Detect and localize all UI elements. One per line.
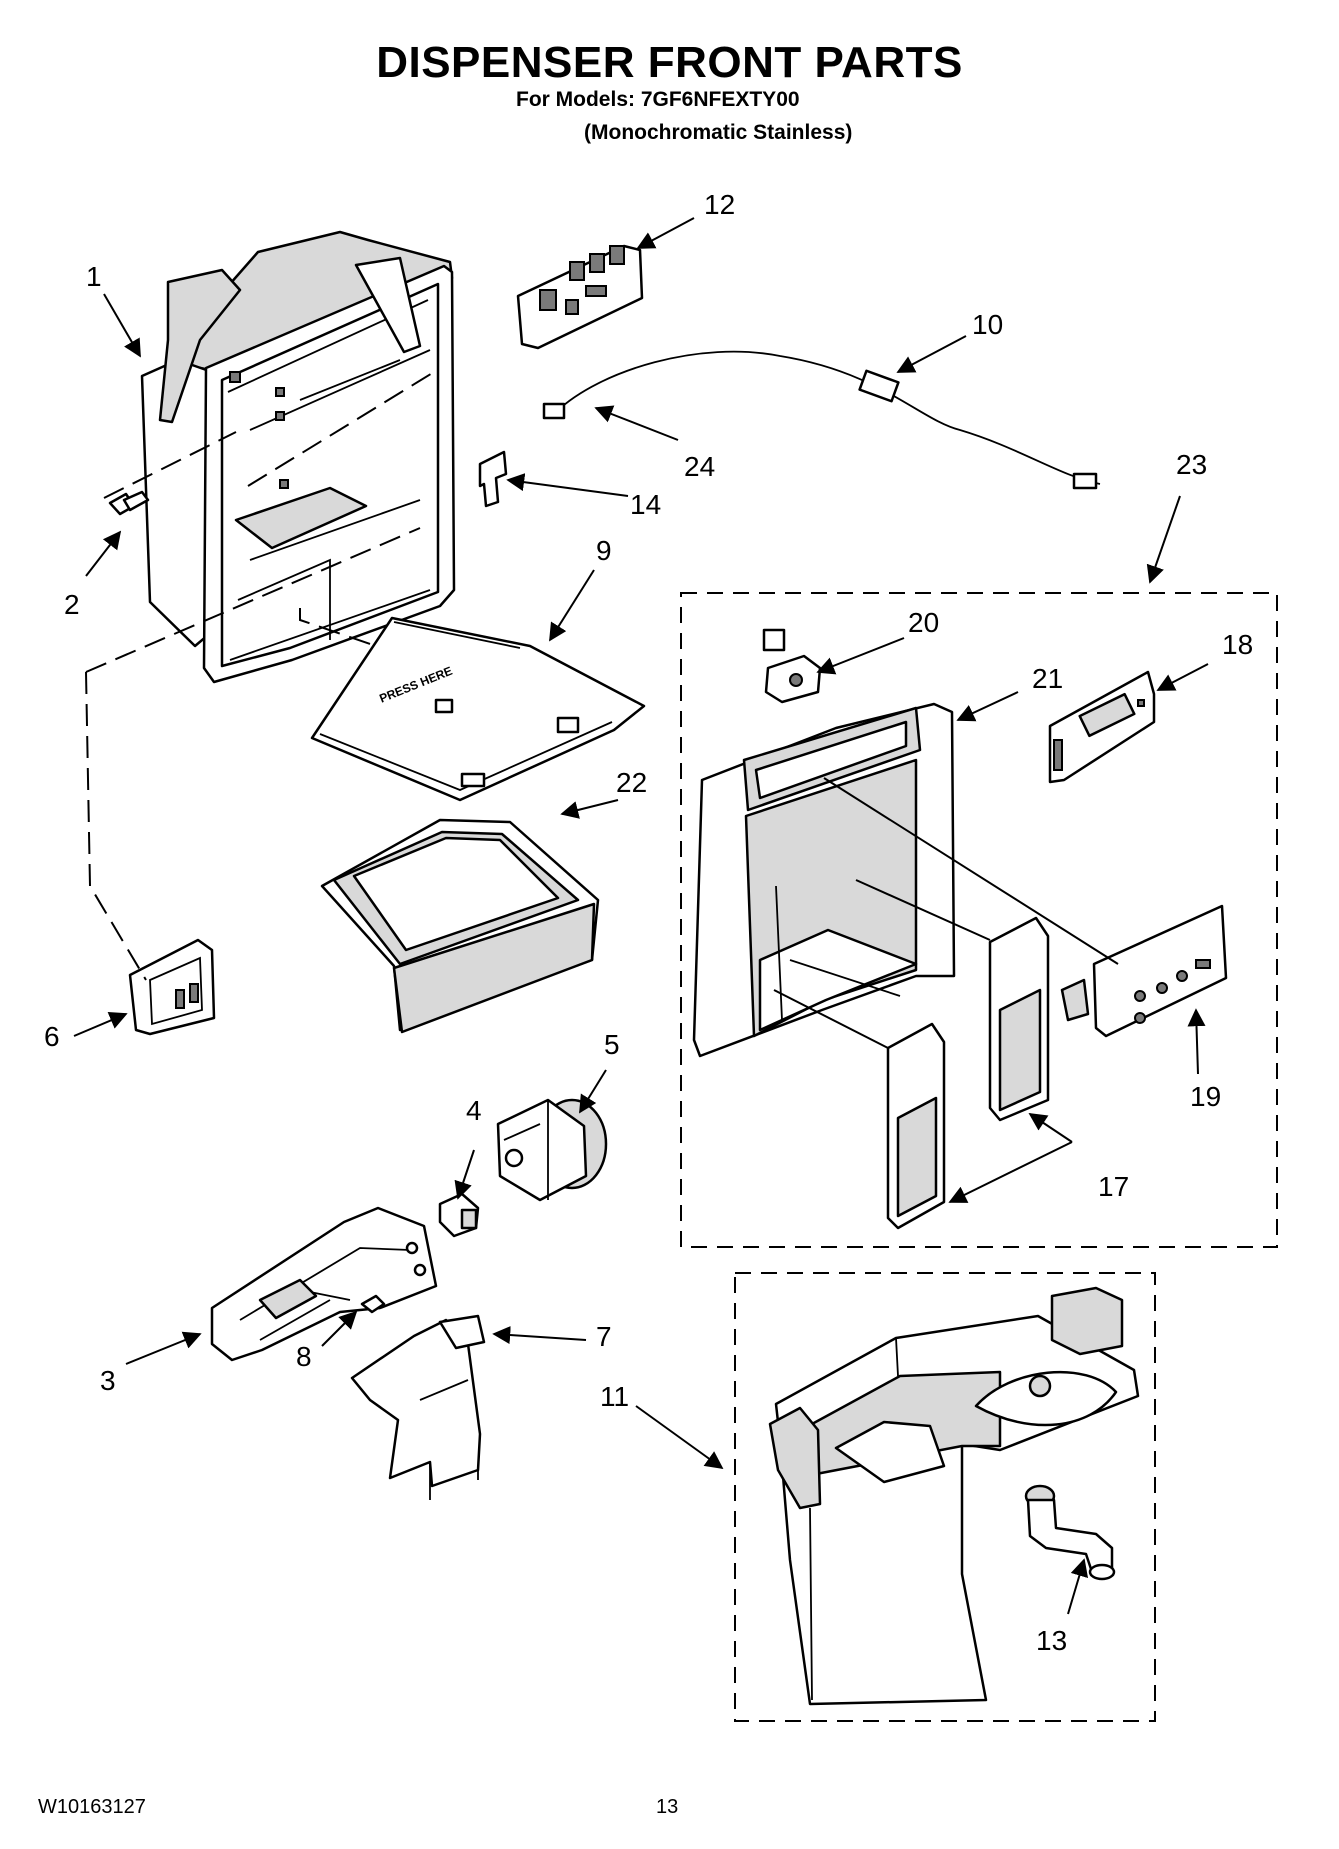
guide-line-paddle-right bbox=[855, 879, 991, 941]
page-title: DISPENSER FRONT PARTS bbox=[376, 38, 963, 87]
part-2-screw bbox=[108, 490, 150, 516]
part-17-paddle-left bbox=[886, 1022, 946, 1230]
leader-13 bbox=[1067, 1558, 1089, 1615]
callout-2: 2 bbox=[64, 589, 80, 620]
callout-9: 9 bbox=[596, 535, 612, 566]
callout-24: 24 bbox=[684, 451, 715, 482]
callout-20: 20 bbox=[908, 607, 939, 638]
leader-23 bbox=[1146, 495, 1181, 584]
document-number: W10163127 bbox=[38, 1796, 146, 1818]
leader-19 bbox=[1187, 1008, 1206, 1075]
part-10-wire-harness bbox=[542, 350, 1101, 490]
part-14-bracket bbox=[478, 450, 508, 508]
part-22-drip-tray bbox=[320, 818, 600, 1034]
part-1-dispenser-housing bbox=[140, 230, 456, 684]
leader-1 bbox=[103, 293, 141, 358]
callout-7: 7 bbox=[596, 1321, 612, 1352]
guide-line-panel bbox=[823, 777, 1119, 965]
part-18-circuit-board bbox=[1048, 670, 1156, 784]
callout-11: 11 bbox=[600, 1381, 629, 1412]
leader-17a bbox=[1028, 1113, 1073, 1143]
part-3-mount-bracket bbox=[210, 1206, 438, 1362]
variant-line: (Monochromatic Stainless) bbox=[584, 121, 853, 144]
part-5-motor bbox=[496, 1098, 608, 1202]
part-4-actuator bbox=[438, 1192, 480, 1238]
part-9-tray: PRESS HERE bbox=[310, 616, 646, 802]
callout-23: 23 bbox=[1176, 449, 1207, 480]
part-19-control-panel bbox=[1060, 904, 1228, 1038]
hidden-line-bracket bbox=[85, 671, 147, 981]
leader-10 bbox=[896, 335, 967, 373]
models-line: For Models: 7GF6NFEXTY00 bbox=[516, 88, 800, 111]
callout-5: 5 bbox=[604, 1029, 620, 1060]
callout-22: 22 bbox=[616, 767, 647, 798]
callout-12: 12 bbox=[704, 189, 735, 220]
callout-14: 14 bbox=[630, 489, 661, 520]
callout-3: 3 bbox=[100, 1365, 116, 1396]
leader-20 bbox=[816, 637, 905, 675]
guide-line-paddle-left bbox=[773, 989, 889, 1049]
leader-18 bbox=[1156, 663, 1209, 691]
part-17-paddle-right bbox=[988, 916, 1050, 1122]
part-6-bracket bbox=[128, 938, 216, 1036]
part-11-ice-chute bbox=[768, 1286, 1140, 1706]
callout-21: 21 bbox=[1032, 663, 1063, 694]
callout-10: 10 bbox=[972, 309, 1003, 340]
hidden-line-housing-1 bbox=[247, 371, 435, 487]
hidden-line-housing-2 bbox=[85, 527, 421, 673]
leader-11 bbox=[635, 1405, 724, 1470]
callout-18: 18 bbox=[1222, 629, 1253, 660]
assembly-23-boundary bbox=[680, 592, 1278, 1248]
part-20-switch bbox=[762, 628, 822, 704]
page-number: 13 bbox=[656, 1796, 679, 1818]
part-21-front-cover bbox=[692, 702, 956, 1058]
part-12-control-board bbox=[516, 244, 644, 350]
hidden-line-screw bbox=[103, 431, 237, 499]
leader-22 bbox=[560, 799, 619, 819]
leader-3 bbox=[125, 1331, 202, 1365]
leader-8 bbox=[321, 1310, 358, 1347]
leader-14 bbox=[506, 473, 629, 497]
part-13-elbow-fitting bbox=[1024, 1484, 1116, 1581]
part-8-screw bbox=[360, 1294, 386, 1314]
part-7-lever bbox=[350, 1314, 486, 1500]
leader-12 bbox=[636, 217, 695, 249]
callout-6: 6 bbox=[44, 1021, 60, 1052]
callout-4: 4 bbox=[466, 1095, 482, 1126]
leader-5 bbox=[579, 1069, 607, 1114]
leader-2 bbox=[85, 530, 122, 577]
leader-7 bbox=[492, 1326, 587, 1345]
leader-4 bbox=[454, 1149, 475, 1200]
leader-17b bbox=[948, 1141, 1073, 1203]
hidden-line-tray bbox=[299, 608, 377, 647]
callout-1: 1 bbox=[86, 261, 102, 292]
part-11-region-boundary bbox=[734, 1272, 1156, 1722]
callout-17: 17 bbox=[1098, 1171, 1129, 1202]
callout-8: 8 bbox=[296, 1341, 312, 1372]
callout-19: 19 bbox=[1190, 1081, 1221, 1112]
leader-21 bbox=[956, 691, 1019, 722]
leader-9 bbox=[549, 569, 595, 642]
leader-24 bbox=[594, 405, 679, 441]
leader-6 bbox=[73, 1012, 128, 1037]
callout-13: 13 bbox=[1036, 1625, 1067, 1656]
